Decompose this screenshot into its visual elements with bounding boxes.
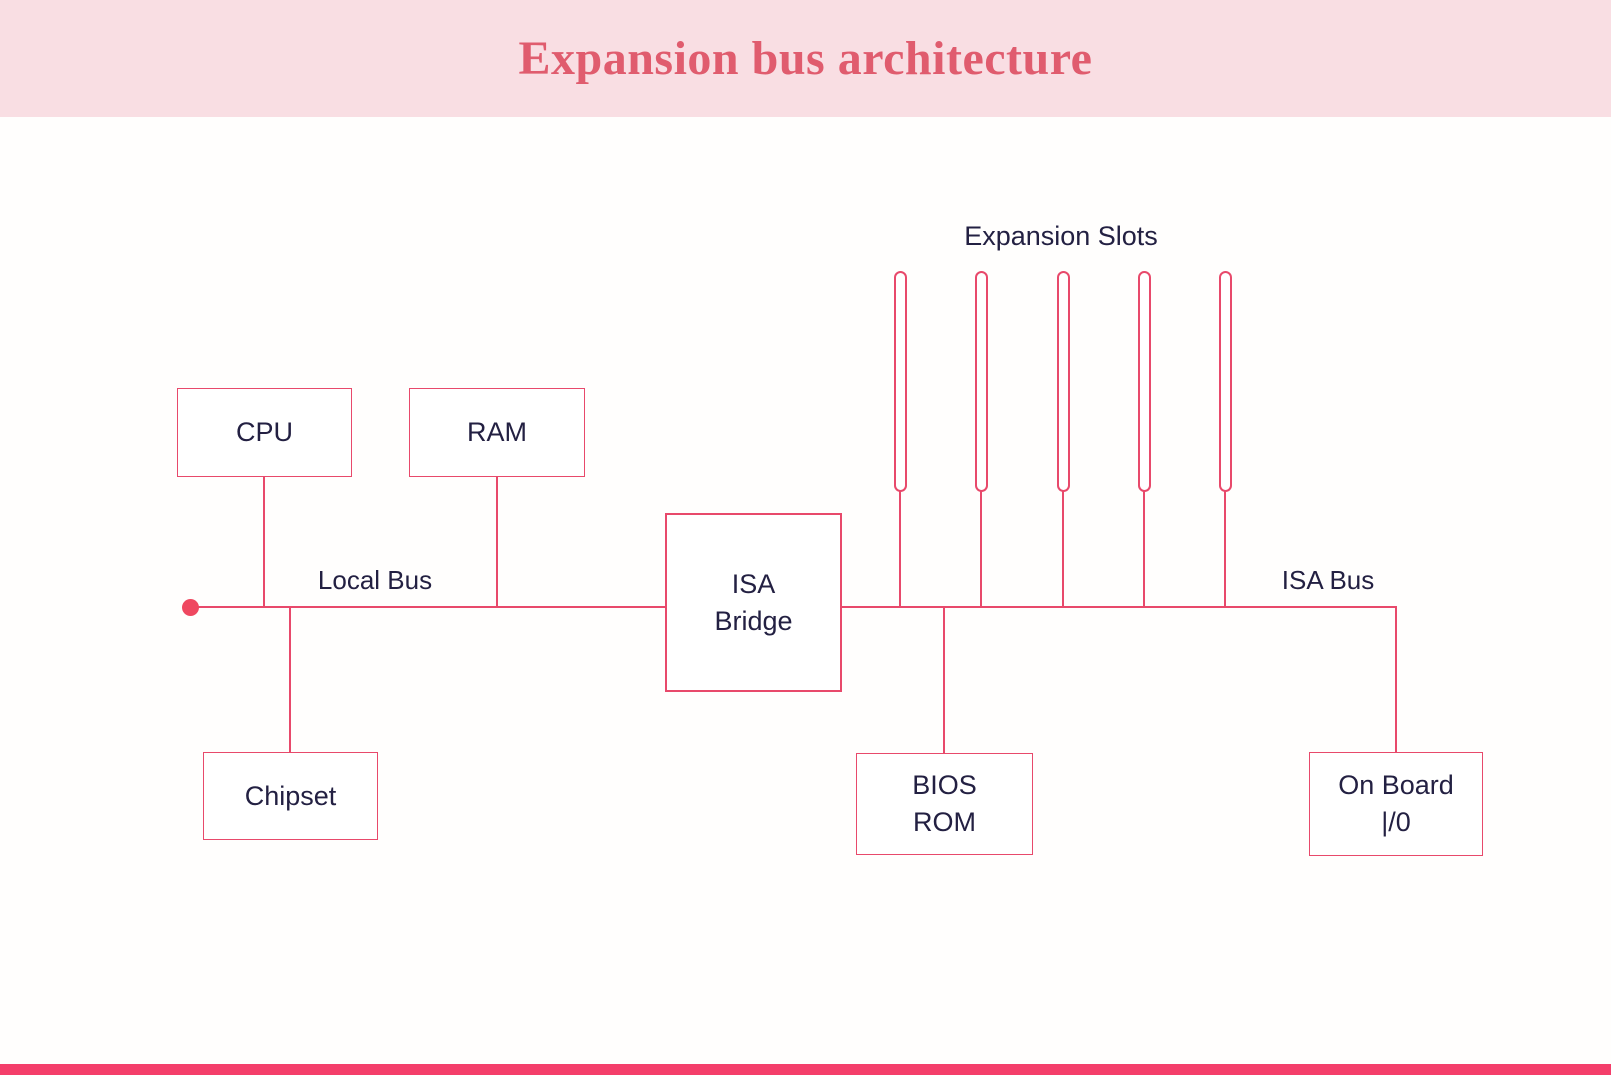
expansion-slot xyxy=(974,271,988,492)
node-cpu: CPU xyxy=(177,388,352,477)
expansion-slot xyxy=(1137,271,1151,492)
expansion-slot-connector-line xyxy=(899,490,901,608)
node-onboard-io-label-line1: On Board xyxy=(1338,770,1454,800)
header-band: Expansion bus architecture xyxy=(0,0,1611,117)
node-bios-rom: BIOS ROM xyxy=(856,753,1033,855)
expansion-slot xyxy=(1056,271,1070,492)
page-title: Expansion bus architecture xyxy=(518,32,1093,85)
node-onboard-io-label-line2: |/0 xyxy=(1381,807,1411,837)
ram-connector-line xyxy=(496,477,498,607)
node-isa-bridge-label-line2: Bridge xyxy=(714,605,793,636)
isa-bus-label: ISA Bus xyxy=(1281,565,1375,595)
chipset-connector-line xyxy=(289,607,291,752)
bottom-accent-bar xyxy=(0,1064,1611,1075)
bios-rom-connector-line xyxy=(943,607,945,753)
node-cpu-label: CPU xyxy=(235,417,293,447)
bus-start-dot xyxy=(182,599,199,616)
expansion-slot-connector-line xyxy=(1062,490,1064,608)
expansion-slot-connector-line xyxy=(1224,490,1226,608)
expansion-slot xyxy=(893,271,907,492)
node-isa-bridge-label-line1: ISA xyxy=(731,568,776,599)
node-ram: RAM xyxy=(409,388,585,477)
node-isa-bridge: ISA Bridge xyxy=(665,513,842,692)
node-bios-rom-label-line1: BIOS xyxy=(912,770,977,800)
node-chipset: Chipset xyxy=(203,752,378,840)
node-ram-label: RAM xyxy=(467,417,527,447)
onboard-io-connector-line xyxy=(1395,607,1397,752)
expansion-slot-connector-line xyxy=(1143,490,1145,608)
isa-bus-line xyxy=(841,606,1397,608)
node-chipset-label: Chipset xyxy=(244,780,337,811)
node-onboard-io: On Board |/0 xyxy=(1309,752,1483,856)
node-bios-rom-label-line2: ROM xyxy=(913,807,976,837)
cpu-connector-line xyxy=(263,477,265,607)
local-bus-line xyxy=(190,606,666,608)
expansion-slot xyxy=(1218,271,1232,492)
expansion-slot-connector-line xyxy=(980,490,982,608)
local-bus-label: Local Bus xyxy=(317,565,433,595)
expansion-slots-label: Expansion Slots xyxy=(964,221,1158,251)
